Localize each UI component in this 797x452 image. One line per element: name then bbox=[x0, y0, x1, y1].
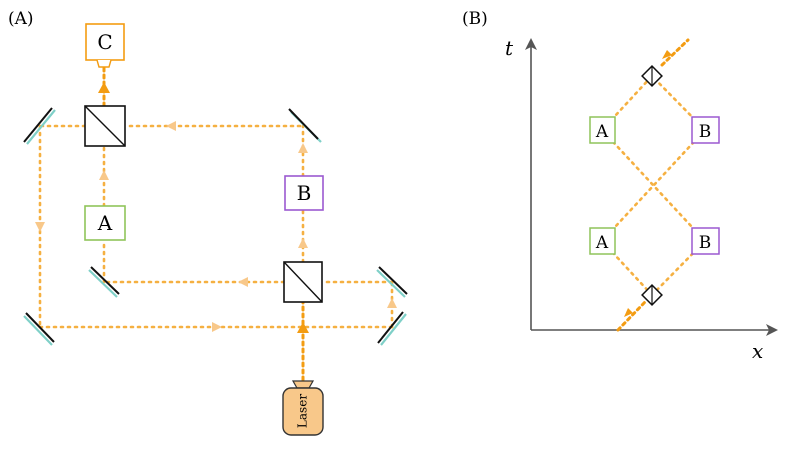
spacetime-axes: t x bbox=[505, 36, 778, 363]
worldline-arrow-out bbox=[662, 50, 672, 59]
arrow-left-middle bbox=[238, 277, 248, 287]
upper-a-label: A bbox=[595, 122, 609, 142]
spacetime-splitter-upper bbox=[641, 65, 663, 87]
worldline-cross-2 bbox=[600, 128, 707, 243]
detector-c: C bbox=[85, 23, 125, 68]
worldline-outgoing bbox=[660, 38, 690, 67]
worldline-upper-left bbox=[600, 74, 654, 132]
mirrors bbox=[23, 107, 408, 346]
spacetime-splitter-lower bbox=[641, 284, 663, 306]
worldline-upper-right bbox=[650, 74, 707, 132]
laser-label: Laser bbox=[296, 394, 310, 428]
detector-c-label: C bbox=[97, 30, 112, 54]
arrow-up-a bbox=[99, 170, 109, 180]
arrow-right-bottom bbox=[212, 322, 222, 332]
arrow-up-b bbox=[298, 238, 308, 248]
arrow-down-left bbox=[35, 222, 45, 232]
arrow-up-laser bbox=[297, 322, 309, 333]
worldlines bbox=[600, 38, 707, 332]
arrow-up-mirror bbox=[298, 143, 308, 153]
upper-b-label: B bbox=[699, 122, 712, 142]
arrow-up-c bbox=[98, 82, 110, 93]
mirror-top-right bbox=[288, 108, 322, 143]
mirror-bottom-left bbox=[23, 312, 55, 346]
lower-a-label: A bbox=[595, 233, 609, 253]
arrow-up-right bbox=[387, 298, 397, 308]
mirror-right-upper bbox=[376, 266, 408, 298]
t-axis-label: t bbox=[505, 36, 514, 60]
beam-splitter-upper bbox=[84, 105, 126, 147]
worldline-incoming bbox=[616, 300, 647, 332]
device-b-box: B bbox=[284, 175, 324, 211]
spacetime-box-upper-a: A bbox=[589, 116, 616, 144]
device-b-label: B bbox=[297, 181, 312, 205]
panel-a-label: (A) bbox=[8, 9, 34, 29]
device-a-box: A bbox=[84, 205, 126, 241]
laser-source: Laser bbox=[282, 380, 324, 436]
beam-direction-arrows bbox=[35, 82, 397, 333]
worldline-arrow-in bbox=[624, 308, 633, 317]
lower-b-label: B bbox=[699, 233, 712, 253]
device-a-label: A bbox=[97, 211, 113, 235]
spacetime-box-lower-a: A bbox=[589, 227, 616, 255]
mirror-right-lower bbox=[377, 311, 407, 346]
worldline-lower-left bbox=[600, 239, 654, 297]
beam-splitter-lower bbox=[283, 261, 323, 303]
spacetime-box-lower-b: B bbox=[691, 227, 720, 255]
spacetime-box-upper-b: B bbox=[691, 116, 720, 144]
x-axis-label: x bbox=[752, 339, 763, 363]
arrow-left-top bbox=[166, 121, 176, 131]
panel-b-label: (B) bbox=[462, 9, 488, 29]
mirror-top-left bbox=[23, 107, 56, 145]
mirror-middle-left bbox=[88, 266, 120, 298]
